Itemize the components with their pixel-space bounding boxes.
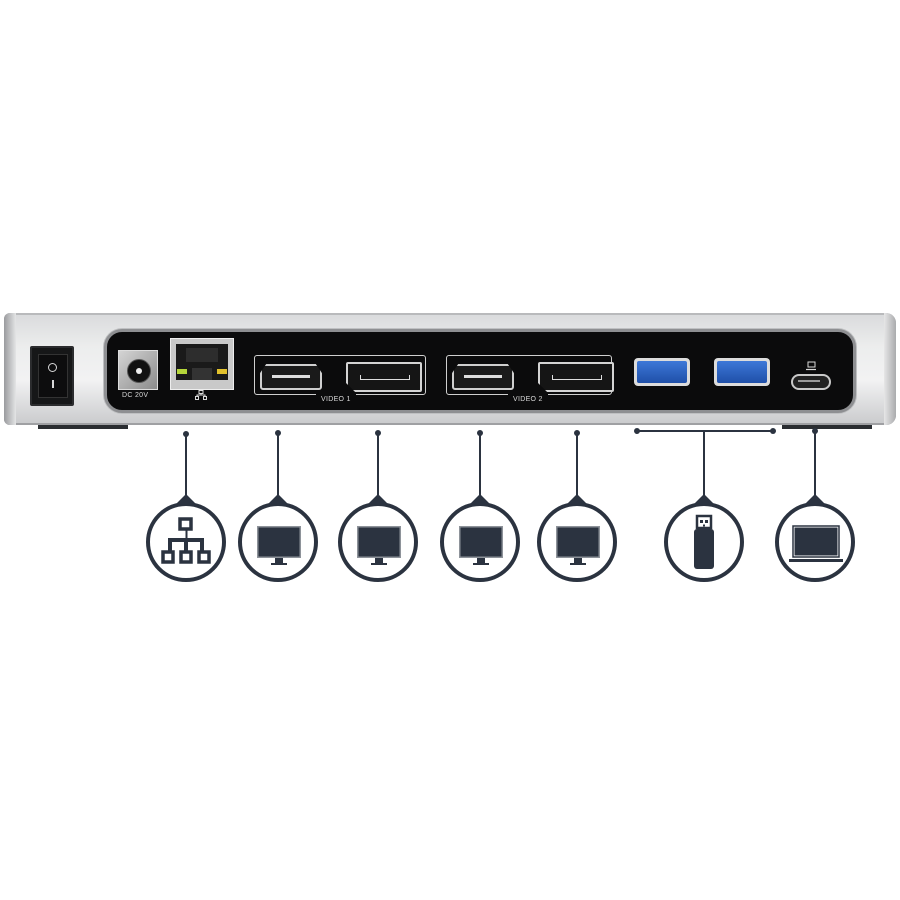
ethernet-clip-recess (186, 348, 218, 362)
callout-host-laptop (775, 502, 855, 582)
ethernet-key (192, 368, 212, 380)
dp-slot (552, 375, 602, 380)
usb-a-port-1[interactable] (634, 358, 690, 386)
power-rocker[interactable] (38, 354, 68, 398)
monitor-icon (357, 526, 401, 565)
hdmi-port-2[interactable] (452, 364, 514, 390)
hdmi-slot (464, 375, 502, 378)
on-symbol-icon (52, 380, 54, 388)
video1-label-wrap: VIDEO 1 (316, 388, 356, 406)
dc-label: DC 20V (122, 392, 149, 399)
callout-monitor-1 (238, 502, 318, 582)
dock-foot-left (38, 425, 128, 429)
usb-a-port-2[interactable] (714, 358, 770, 386)
link-led-green (177, 369, 187, 374)
displayport-port-2[interactable] (538, 362, 614, 392)
callout-line (377, 433, 379, 496)
laptop-label-icon (806, 361, 816, 371)
ethernet-port[interactable] (170, 338, 234, 390)
chassis-left-edge (4, 313, 16, 425)
video1-label: VIDEO 1 (321, 396, 351, 403)
activity-led-yellow (217, 369, 227, 374)
callout-line (814, 431, 816, 496)
callout-pin (470, 494, 490, 504)
hdmi-slot (272, 375, 310, 378)
callout-line (576, 433, 578, 496)
ethernet-socket (176, 344, 228, 380)
monitor-icon (556, 526, 600, 565)
chassis-right-edge (884, 313, 896, 425)
video2-label-wrap: VIDEO 2 (508, 388, 548, 406)
callout-pin (805, 494, 825, 504)
callout-pin (176, 494, 196, 504)
dock-foot-right (782, 425, 872, 429)
laptop-icon (789, 525, 843, 562)
monitor-icon (257, 526, 301, 565)
power-switch[interactable] (30, 346, 74, 406)
callout-monitor-3 (440, 502, 520, 582)
off-symbol-icon (48, 363, 57, 372)
network-hierarchy-icon (161, 517, 211, 564)
usb-a-tongue (717, 361, 767, 383)
displayport-port-1[interactable] (346, 362, 422, 392)
callout-line (703, 431, 705, 496)
monitor-icon (459, 526, 503, 565)
callout-line (277, 433, 279, 496)
callout-dot (770, 428, 776, 434)
usb-a-tongue (637, 361, 687, 383)
usb-bracket-line (637, 430, 773, 432)
callout-pin (368, 494, 388, 504)
usb-c-slot (798, 380, 820, 382)
callout-network (146, 502, 226, 582)
callout-monitor-2 (338, 502, 418, 582)
dc-power-port[interactable] (118, 350, 158, 390)
hdmi-port-1[interactable] (260, 364, 322, 390)
callout-usb-devices (664, 502, 744, 582)
callout-pin (268, 494, 288, 504)
callout-line (479, 433, 481, 496)
callout-monitor-4 (537, 502, 617, 582)
network-label-icon (195, 390, 207, 400)
dc-jack-pin (136, 368, 142, 374)
callout-pin (694, 494, 714, 504)
dp-slot (360, 375, 410, 380)
video2-label: VIDEO 2 (513, 396, 543, 403)
dc-jack-hole (127, 359, 151, 383)
callout-line (185, 434, 187, 496)
callout-pin (567, 494, 587, 504)
usb-flash-drive-icon (694, 514, 714, 569)
usb-c-host-port[interactable] (791, 374, 831, 390)
